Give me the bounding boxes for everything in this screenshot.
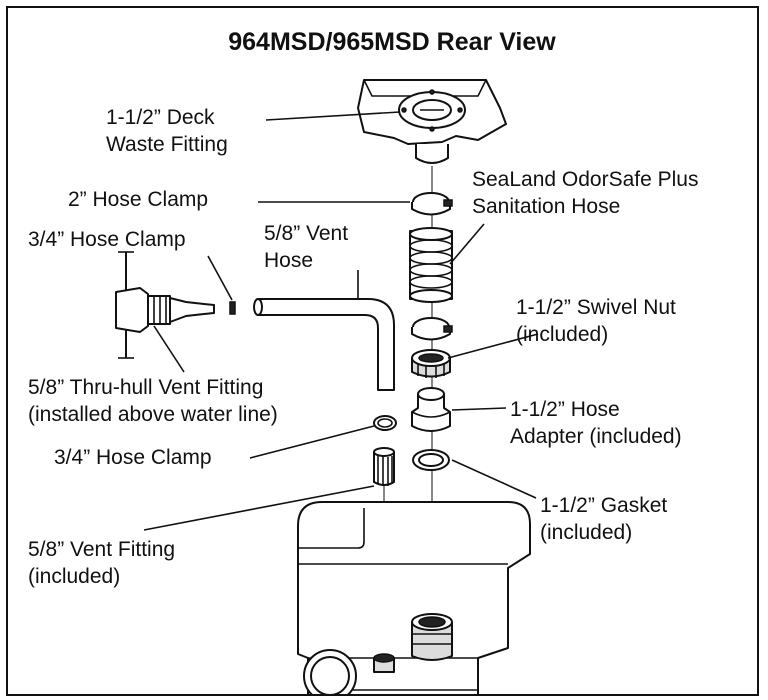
swivel-nut-part — [411, 349, 451, 378]
vent-hose-part — [253, 298, 395, 391]
exploded-view-drawing — [115, 79, 539, 694]
diagram-title: 964MSD/965MSD Rear View — [228, 28, 556, 56]
holding-tank-part — [297, 501, 531, 694]
sanitation-hose-part — [409, 227, 453, 303]
thru-hull-vent-fitting-part — [115, 251, 236, 359]
leader-lines — [143, 111, 539, 531]
label-swivel-nut: 1-1/2” Swivel Nut(included) — [516, 296, 676, 346]
label-vent-fitting: 5/8” Vent Fitting(included) — [28, 538, 176, 588]
hose-clamp-34-bottom-part — [373, 415, 397, 431]
label-hose-clamp-34-top: 3/4” Hose Clamp — [28, 228, 186, 251]
hose-adapter-part — [411, 387, 451, 432]
label-thru-hull-vent-fitting: 5/8” Thru-hull Vent Fitting(installed ab… — [28, 376, 278, 426]
label-gasket: 1-1/2” Gasket(included) — [540, 494, 668, 544]
label-hose-clamp-34-bottom: 3/4” Hose Clamp — [54, 446, 212, 469]
label-hose-clamp-2in: 2” Hose Clamp — [68, 188, 209, 211]
deck-waste-fitting-part — [357, 79, 507, 164]
gasket-part — [412, 449, 450, 471]
hose-clamp-2in-part — [411, 192, 453, 216]
diagram-frame: 964MSD/965MSD Rear View — [6, 6, 759, 696]
vent-fitting-part — [373, 447, 395, 486]
hose-clamp-lower-part — [411, 317, 453, 341]
